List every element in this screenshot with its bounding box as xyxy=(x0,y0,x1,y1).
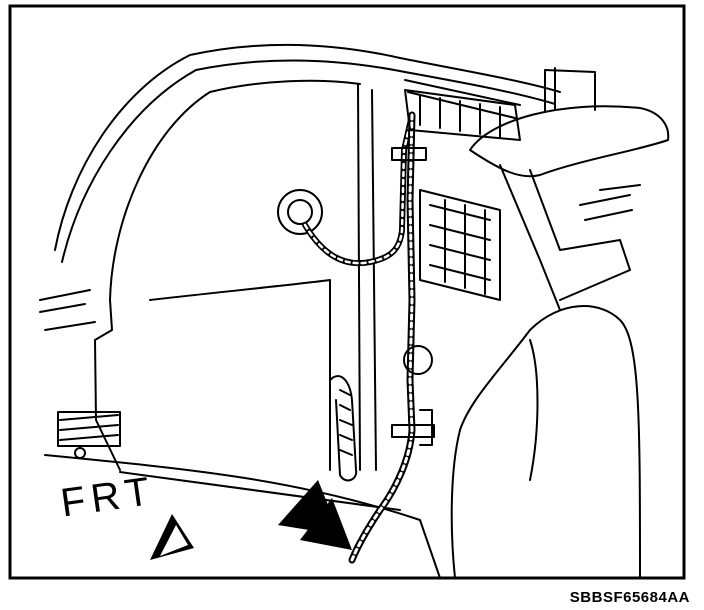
rear-pillar-bracket xyxy=(469,105,670,178)
front-arrow-large-icon xyxy=(278,480,352,550)
side-trim xyxy=(459,305,641,579)
front-arrow-icon xyxy=(150,514,194,560)
grommet xyxy=(277,189,323,235)
vent-grille xyxy=(419,189,501,301)
clip-lower xyxy=(391,424,435,438)
figure-frame xyxy=(8,4,686,580)
figure-code: SBBSF65684AA xyxy=(569,589,690,606)
inner-panel xyxy=(94,299,121,471)
quarter-panel-outline xyxy=(54,43,561,251)
clip-upper xyxy=(391,147,427,161)
trunk-floor xyxy=(44,454,441,579)
